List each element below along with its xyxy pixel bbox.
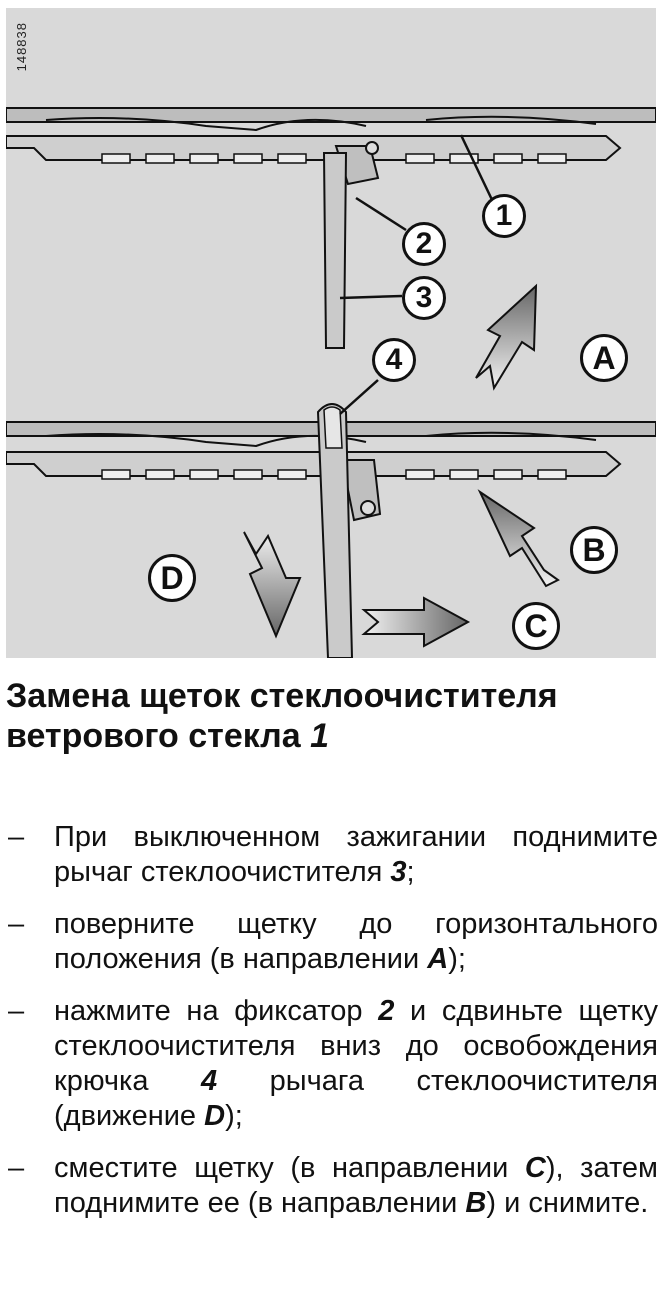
callout-b: B: [570, 526, 618, 574]
callout-4: 4: [372, 338, 416, 382]
step-text: нажмите на фиксатор: [54, 995, 379, 1027]
step-text: рычага стеклоочистителя (движение: [54, 1065, 658, 1132]
callout-a: A: [580, 334, 628, 382]
callout-c: C: [512, 602, 560, 650]
arrow-a-icon: [475, 283, 538, 391]
callout-3: 3: [402, 276, 446, 320]
heading-reference-number: 1: [310, 717, 330, 755]
instruction-step: –поверните щетку до горизонтального поло…: [6, 907, 658, 977]
step-text: ;: [406, 856, 415, 888]
step-dash: –: [8, 1152, 25, 1184]
step-text: );: [448, 943, 466, 975]
arrow-b-icon: [477, 489, 560, 588]
step-reference: 2: [378, 995, 395, 1027]
upper-wiper-blade: [6, 107, 656, 349]
arrow-d-icon: [243, 531, 302, 639]
step-text: При выключенном зажигании поднимите рыча…: [54, 821, 658, 888]
step-text: ) и снимите.: [486, 1187, 649, 1219]
instruction-step: –нажмите на фиксатор 2 и сдвиньте щетку …: [6, 994, 658, 1134]
step-reference: A: [427, 943, 449, 975]
step-dash: –: [8, 995, 25, 1027]
callout-1: 1: [482, 194, 526, 238]
lower-wiper-blade: [6, 403, 656, 658]
step-text: и сдвиньте щетку стеклоочистителя вниз д…: [54, 995, 658, 1097]
step-reference: D: [204, 1100, 226, 1132]
step-dash: –: [8, 908, 25, 940]
step-reference: B: [465, 1187, 487, 1219]
step-reference: C: [524, 1152, 546, 1184]
section-heading: Замена щеток стеклоочистителя ветрового …: [6, 676, 656, 756]
heading-text: Замена щеток стеклоочистителя ветрового …: [6, 677, 558, 755]
instruction-steps-list: –При выключенном зажигании поднимите рыч…: [6, 820, 658, 1238]
step-reference: 3: [390, 856, 407, 888]
wiper-drawing: [6, 107, 656, 658]
step-dash: –: [8, 821, 25, 853]
step-text: ), затем поднимите ее (в направлении: [54, 1152, 658, 1219]
instruction-step: –сместите щетку (в направлении C), затем…: [6, 1151, 658, 1221]
step-text: поверните щетку до горизонтального полож…: [54, 908, 658, 975]
callout-2: 2: [402, 222, 446, 266]
instruction-step: –При выключенном зажигании поднимите рыч…: [6, 820, 658, 890]
callout-d: D: [148, 554, 196, 602]
step-reference: 4: [201, 1065, 218, 1097]
step-text: );: [225, 1100, 243, 1132]
step-text: сместите щетку (в направлении: [54, 1152, 525, 1184]
leader-lines: [339, 134, 496, 415]
arrow-c-icon: [361, 596, 471, 648]
wiper-diagram: 148838 1 2 3 4 A B C D: [6, 8, 656, 658]
figure-reference-code: 148838: [14, 22, 29, 72]
